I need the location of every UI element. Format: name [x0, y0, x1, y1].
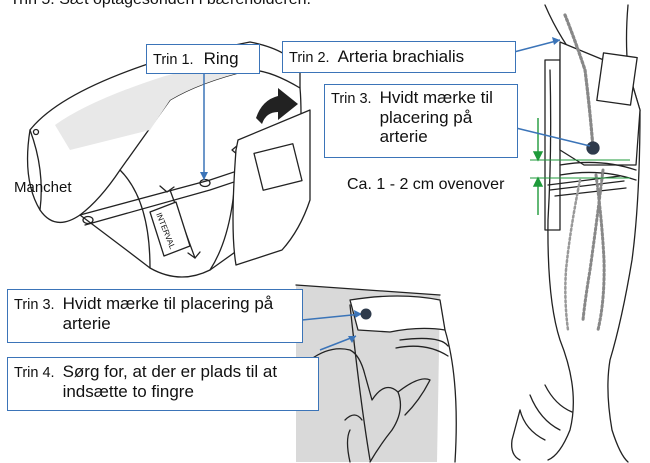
- cuff-label: Manchet: [14, 179, 72, 196]
- header-step: Trin 5. Sæt optagesonden i bæreholderen.: [10, 0, 311, 9]
- step-number: Trin 4.: [14, 365, 55, 381]
- step-mark-upper-callout: Trin 3. Hvidt mærke til placering på art…: [324, 84, 518, 158]
- step-number: Trin 1.: [153, 52, 194, 68]
- step-text: Hvidt mærke til placering på arterie: [62, 294, 274, 333]
- step-number: Trin 3.: [331, 91, 372, 107]
- step-number: Trin 3.: [14, 297, 55, 313]
- distance-label: Ca. 1 - 2 cm ovenover: [347, 176, 505, 193]
- step-text: Arteria brachialis: [337, 47, 465, 66]
- hand-drawing: [295, 284, 457, 463]
- step-text: Ring: [203, 49, 239, 68]
- step-text: Sørg for, at der er plads til at indsætt…: [62, 362, 278, 401]
- step-artery-callout: Trin 2. Arteria brachialis: [282, 41, 516, 73]
- cuff-drawing: [26, 41, 311, 278]
- step-fingers-callout: Trin 4. Sørg for, at der er plads til at…: [7, 357, 319, 411]
- step-number: Trin 2.: [289, 50, 330, 66]
- step-ring-callout: Trin 1. Ring: [146, 44, 260, 74]
- distance-marker: [530, 118, 630, 215]
- step-text: Hvidt mærke til placering på arterie: [379, 88, 493, 147]
- step-mark-lower-callout: Trin 3. Hvidt mærke til placering på art…: [7, 289, 303, 343]
- arm-drawing: [511, 4, 641, 463]
